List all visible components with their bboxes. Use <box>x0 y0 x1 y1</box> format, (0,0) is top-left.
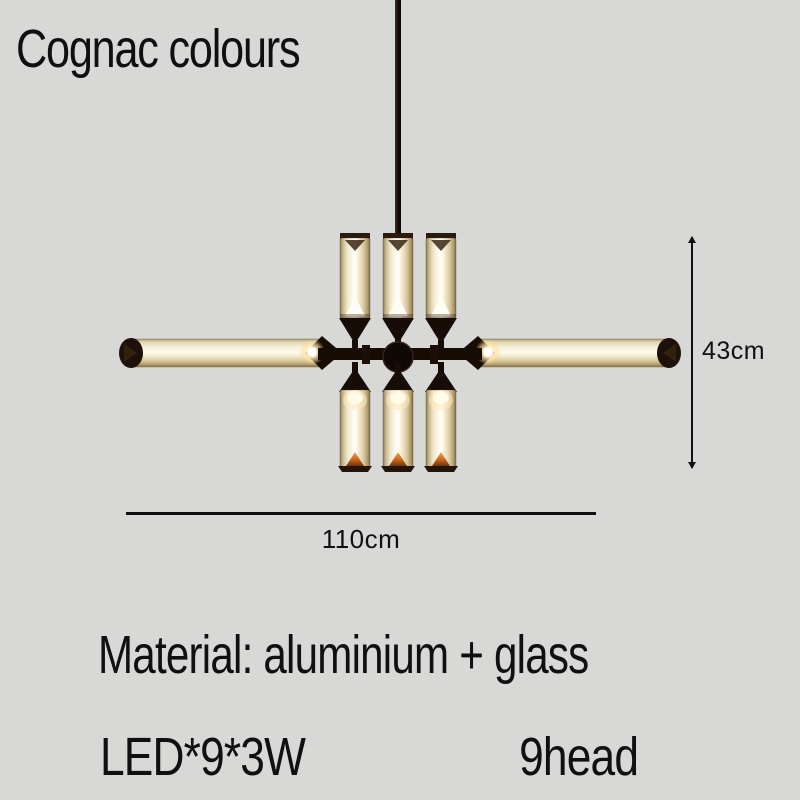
material-spec-text: Material: aluminium + glass <box>98 625 589 685</box>
heads-spec-text: 9head <box>518 727 639 787</box>
width-dimension-line <box>126 512 596 515</box>
left-arm-tip-cap <box>119 338 143 368</box>
right-arm-glow-core <box>483 347 493 357</box>
left-arm <box>119 336 342 370</box>
right-arm-tip-cap <box>657 338 681 368</box>
width-dimension-label: 110cm <box>321 524 401 554</box>
height-dimension-label: 43cm <box>702 337 766 365</box>
chandelier-image <box>119 0 681 473</box>
arrow-down-icon <box>688 462 696 469</box>
left-arm-glow-core <box>307 347 317 357</box>
pendant-rod <box>395 0 401 352</box>
lower-tubes <box>337 361 459 473</box>
arrow-up-icon <box>688 236 696 243</box>
upper-tubes <box>338 232 458 353</box>
page-title: Cognac colours <box>16 19 301 79</box>
right-arm <box>458 336 681 370</box>
led-spec-text: LED*9*3W <box>100 727 306 787</box>
height-dimension-line <box>688 236 696 469</box>
